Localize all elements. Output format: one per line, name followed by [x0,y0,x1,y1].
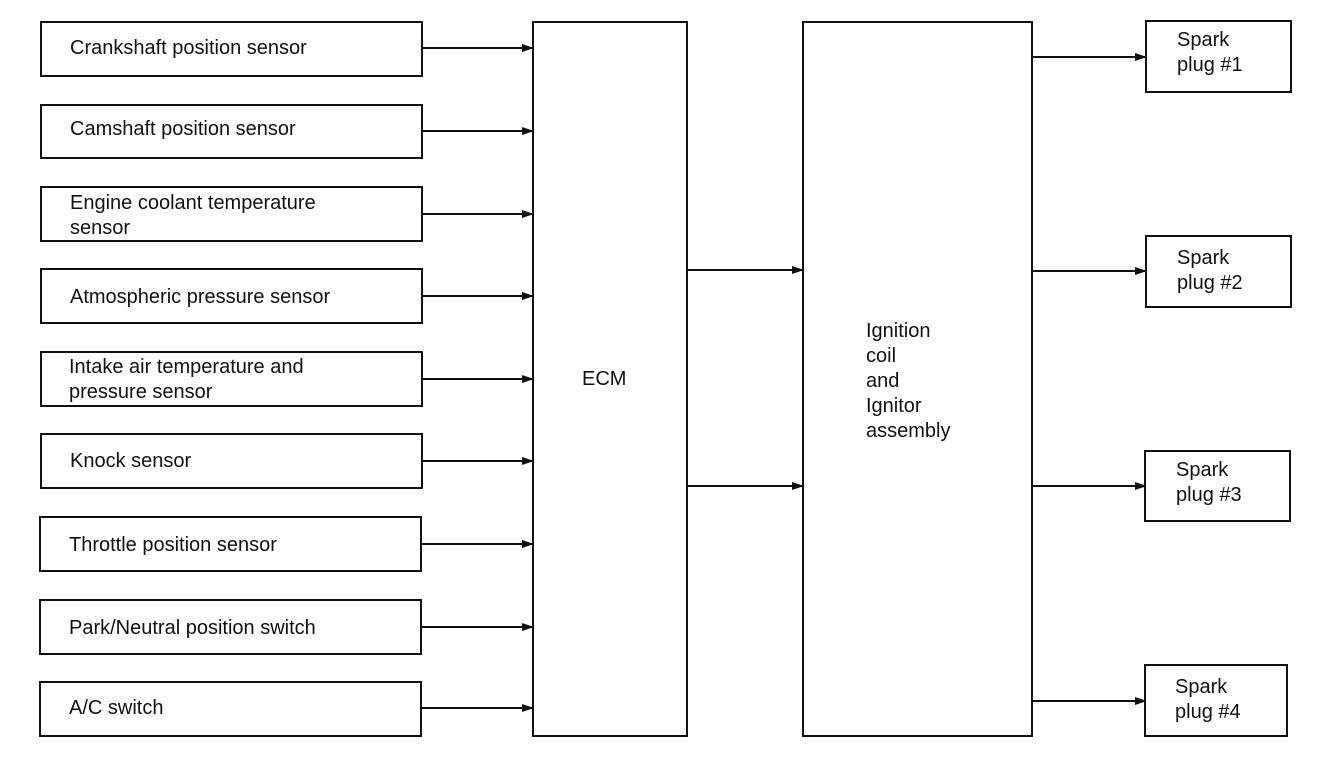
spark-plug-label: Spark plug #2 [1177,247,1243,294]
ecm-label: ECM [582,368,627,390]
input-box-knock: Knock sensor [40,433,423,489]
input-label: Throttle position sensor [69,534,277,556]
input-box-park-neutral: Park/Neutral position switch [39,599,422,655]
spark-plug-label: Spark plug #1 [1177,29,1243,76]
ignition-assembly-label: Ignition coil and Ignitor assembly [866,320,951,442]
input-label: A/C switch [69,697,164,719]
input-label: Atmospheric pressure sensor [70,286,331,308]
spark-plug-box-4: Spark plug #4 [1144,664,1288,737]
input-label: Engine coolant temperature sensor [70,192,316,239]
input-label: Camshaft position sensor [70,118,296,140]
input-box-atmospheric: Atmospheric pressure sensor [40,268,423,324]
input-label: Park/Neutral position switch [69,617,316,639]
input-label: Crankshaft position sensor [70,37,307,59]
input-box-ac-switch: A/C switch [39,681,422,737]
spark-plug-box-2: Spark plug #2 [1145,235,1292,308]
input-box-crankshaft: Crankshaft position sensor [40,21,423,77]
ignition-assembly-box: Ignition coil and Ignitor assembly [802,21,1033,737]
spark-plug-label: Spark plug #4 [1175,676,1241,723]
spark-plug-box-1: Spark plug #1 [1145,20,1292,93]
ecm-box: ECM [532,21,688,737]
input-box-throttle: Throttle position sensor [39,516,422,572]
input-box-coolant: Engine coolant temperature sensor [40,186,423,242]
input-label: Knock sensor [70,450,192,472]
input-box-camshaft: Camshaft position sensor [40,104,423,159]
input-box-intake-air: Intake air temperature and pressure sens… [40,351,423,407]
spark-plug-box-3: Spark plug #3 [1144,450,1291,522]
spark-plug-label: Spark plug #3 [1176,459,1242,506]
input-label: Intake air temperature and pressure sens… [69,356,304,403]
